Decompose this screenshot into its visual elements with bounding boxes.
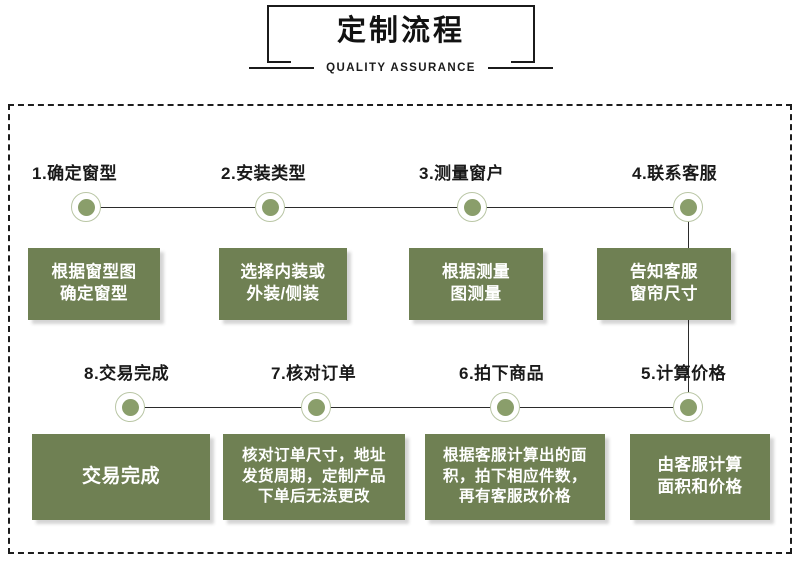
step-card-text-8: 交易完成: [81, 466, 160, 488]
step-label-6: 6.拍下商品: [459, 364, 545, 383]
step-card-text-2: 选择内装或外装/侧装: [240, 263, 326, 303]
step-card-5: 由客服计算面积和价格: [630, 434, 770, 520]
step-card-text-1: 根据窗型图确定窗型: [51, 263, 137, 303]
step-label-4: 4.联系客服: [632, 164, 718, 183]
step-node-7[interactable]: [301, 392, 331, 422]
page-header: 定制流程 QUALITY ASSURANCE: [249, 5, 554, 74]
step-card-text-3: 根据测量图测量: [442, 263, 510, 303]
header-border-gap-mask: [291, 57, 511, 65]
step-card-text-6: 根据客服计算出的面积，拍下相应件数，再有客服改价格: [442, 447, 587, 506]
step-card-2: 选择内装或外装/侧装: [219, 248, 347, 320]
step-card-1: 根据窗型图确定窗型: [28, 248, 160, 320]
subtitle-rule-left: [249, 67, 315, 69]
step-card-3: 根据测量图测量: [409, 248, 543, 320]
step-label-3: 3.测量窗户: [419, 164, 505, 183]
step-card-text-4: 告知客服窗帘尺寸: [630, 263, 698, 303]
step-card-text-7: 核对订单尺寸，地址发货周期，定制产品下单后无法更改: [241, 447, 386, 506]
step-label-2: 2.安装类型: [221, 164, 307, 183]
step-node-5[interactable]: [673, 392, 703, 422]
flow-diagram-frame: [8, 104, 792, 554]
step-card-8: 交易完成: [32, 434, 210, 520]
step-card-text-5: 由客服计算面积和价格: [657, 456, 743, 496]
connector-rail-row1: [86, 207, 688, 208]
step-node-2[interactable]: [255, 192, 285, 222]
step-label-7: 7.核对订单: [271, 364, 357, 383]
step-label-5: 5.计算价格: [641, 364, 727, 383]
connector-rail-row2: [130, 407, 688, 408]
step-node-4[interactable]: [673, 192, 703, 222]
step-node-6[interactable]: [490, 392, 520, 422]
step-label-1: 1.确定窗型: [32, 164, 118, 183]
step-node-3[interactable]: [457, 192, 487, 222]
step-node-8[interactable]: [115, 392, 145, 422]
page-subtitle: QUALITY ASSURANCE: [323, 62, 479, 74]
subtitle-rule-right: [487, 67, 554, 69]
header-subtitle-row: QUALITY ASSURANCE: [249, 59, 554, 77]
page-title: 定制流程: [336, 15, 465, 47]
step-label-8: 8.交易完成: [84, 364, 170, 383]
step-card-6: 根据客服计算出的面积，拍下相应件数，再有客服改价格: [425, 434, 605, 520]
step-card-7: 核对订单尺寸，地址发货周期，定制产品下单后无法更改: [223, 434, 405, 520]
step-node-1[interactable]: [71, 192, 101, 222]
step-card-4: 告知客服窗帘尺寸: [597, 248, 731, 320]
